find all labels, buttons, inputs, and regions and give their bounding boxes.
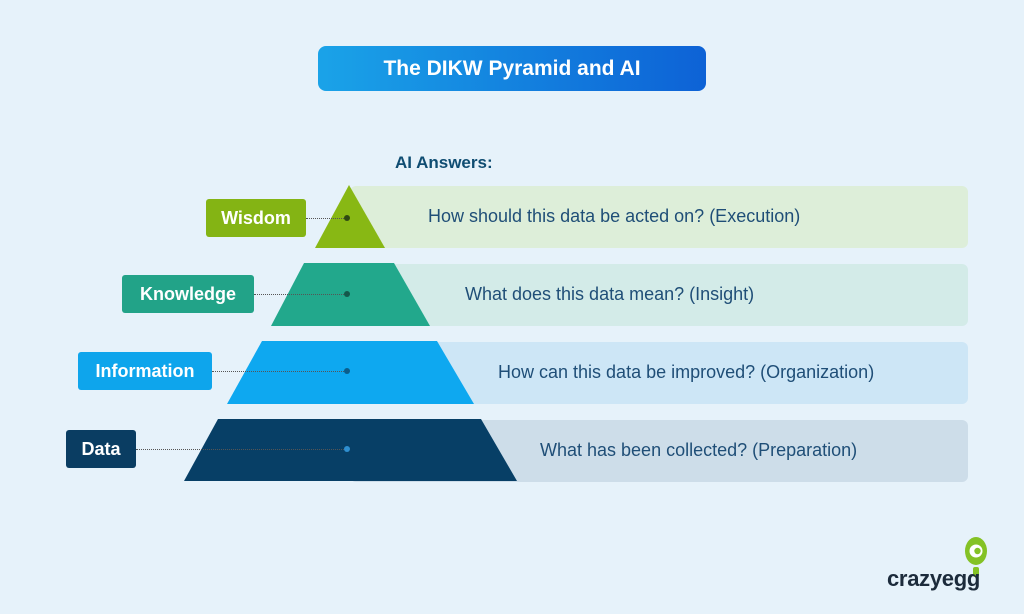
label-data: Data — [66, 430, 136, 468]
pyramid-layer-knowledge — [271, 263, 430, 326]
connector-knowledge — [254, 294, 346, 295]
band-knowledge — [350, 264, 968, 326]
connector-information — [212, 371, 346, 372]
connector-dot-information — [344, 368, 350, 374]
pyramid-layer-data — [184, 419, 517, 481]
answer-wisdom: How should this data be acted on? (Execu… — [428, 206, 801, 226]
pyramid-layer-wisdom — [315, 185, 385, 248]
label-wisdom: Wisdom — [206, 199, 306, 237]
answer-data: What has been collected? (Preparation) — [540, 440, 858, 460]
connector-dot-knowledge — [344, 291, 350, 297]
answer-knowledge: What does this data mean? (Insight) — [465, 284, 755, 304]
diagram-title: The DIKW Pyramid and AI — [318, 46, 706, 91]
connector-dot-data — [344, 446, 350, 452]
connector-dot-wisdom — [344, 215, 350, 221]
band-wisdom — [350, 186, 968, 248]
answer-information: How can this data be improved? (Organiza… — [498, 362, 875, 382]
brand-logo: crazyegg — [887, 566, 980, 591]
pyramid-layer-information — [227, 341, 474, 404]
label-information: Information — [78, 352, 212, 390]
egg-logo-icon — [965, 537, 987, 577]
ai-answers-heading: AI Answers: — [395, 153, 493, 172]
connector-wisdom — [306, 218, 346, 219]
label-knowledge: Knowledge — [122, 275, 254, 313]
connector-data — [136, 449, 346, 450]
